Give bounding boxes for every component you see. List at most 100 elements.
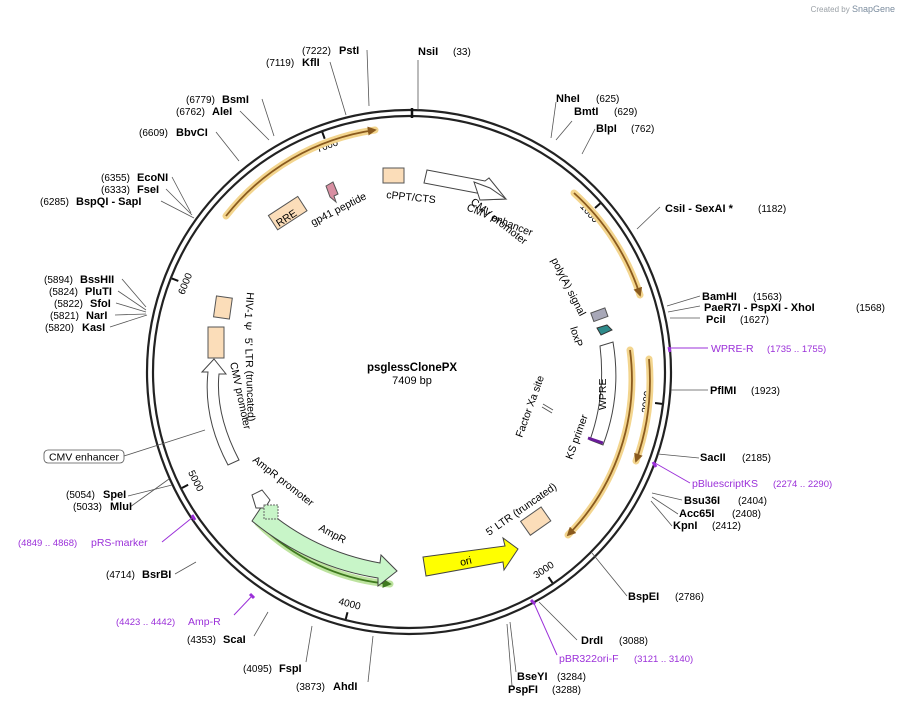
label-wpre: WPRE [597, 379, 609, 411]
ring-tick-label-4000: 4000 [337, 597, 362, 613]
ring-tick-3000 [547, 576, 554, 584]
factor-xa-marker [541, 403, 554, 414]
site-31-pos: (6609) [139, 128, 168, 139]
site-11-name: Acc65I [679, 508, 714, 520]
primer-0-range: (1735 .. 1755) [767, 344, 826, 355]
brand-prefix: Created by [810, 5, 850, 14]
ring-tick-6000 [171, 277, 179, 282]
site-22-name: MluI [110, 501, 132, 513]
site-11-pos: (2408) [732, 509, 761, 520]
site-29-name: FseI [137, 184, 159, 196]
site-7-name: PciI [706, 314, 726, 326]
site-16-name: PspFI [508, 684, 538, 696]
site-3-pos: (762) [631, 124, 654, 135]
site-15-pos: (3284) [557, 672, 586, 683]
site-7-pos: (1627) [740, 315, 769, 326]
primer-4-range: (4849 .. 4868) [18, 538, 77, 549]
site-34-pos: (7119) [266, 58, 294, 69]
label-ltr5: 5' LTR (truncated) [242, 338, 257, 422]
ring-tick-label-5000: 5000 [185, 469, 205, 494]
primer-labels: WPRE-R (1735 .. 1755) pBluescriptKS (227… [18, 343, 832, 665]
site-35-pos: (7222) [302, 46, 331, 57]
site-33-name: AleI [212, 106, 232, 118]
primer-2-range: (3121 .. 3140) [634, 654, 693, 665]
site-31-name: BbvCI [176, 127, 208, 139]
site-15-name: BseYI [517, 671, 548, 683]
ring-tick-2000 [654, 402, 663, 405]
site-30-name: BspQI - SapI [76, 196, 141, 208]
site-2-pos: (629) [614, 107, 637, 118]
label-ampr: AmpR [317, 522, 349, 546]
site-21-name: SpeI [103, 489, 126, 501]
label-polya: poly(A) signal [548, 256, 588, 318]
site-25-name: SfoI [90, 298, 111, 310]
plasmid-name: psglessClonePX [367, 362, 457, 374]
site-14-pos: (3088) [619, 636, 648, 647]
cmv-promoter-top-arrow [473, 181, 508, 201]
label-cppt: cPPT/CTS [386, 189, 437, 206]
site-18-pos: (4095) [243, 664, 272, 675]
site-22-pos: (5033) [73, 502, 102, 513]
site-17-name: AhdI [333, 681, 357, 693]
label-gp41: gp41 peptide [309, 190, 369, 228]
label-hiv-psi: HIV-1 Ψ [241, 292, 256, 331]
ampr-arrow [251, 505, 398, 588]
site-9-pos: (2185) [742, 453, 771, 464]
hiv-psi-box [212, 295, 233, 320]
site-19-name: ScaI [223, 634, 246, 646]
site-16-pos: (3288) [552, 685, 581, 696]
site-12-pos: (2412) [712, 521, 741, 532]
ltr3-box [519, 506, 552, 536]
snapgene-brand: Created by SnapGene [811, 4, 895, 14]
primer-3-range: (4423 .. 4442) [116, 617, 175, 628]
primer-4-name: pRS-marker [91, 537, 148, 549]
site-13-name: BspEI [628, 591, 659, 603]
gp41-arrow [325, 181, 339, 204]
label-factor-xa: Factor Xa site [514, 374, 547, 439]
site-24-pos: (5824) [49, 287, 78, 298]
site-labels: NsiI (33) NheI (625) BmtI (629) BlpI (76… [40, 45, 885, 696]
site-24-name: PluTI [85, 286, 112, 298]
cmv-promoter-left-arrow [200, 358, 240, 466]
site-27-pos: (5820) [45, 323, 74, 334]
site-2-name: BmtI [574, 106, 598, 118]
leader-lines [109, 49, 708, 687]
ring-tick-7000 [321, 131, 326, 140]
site-32-name: BsmI [222, 94, 249, 106]
site-35-name: PstI [339, 45, 359, 57]
ring-tick-5000 [181, 483, 189, 489]
site-6-name: PaeR7I - PspXI - XhoI [704, 302, 815, 314]
site-3-name: BlpI [596, 123, 617, 135]
site-28-name: EcoNI [137, 172, 168, 184]
ring-tick-4000 [344, 612, 349, 620]
site-14-name: DrdI [581, 635, 603, 647]
site-26-pos: (5821) [50, 311, 79, 322]
site-8-pos: (1923) [751, 386, 780, 397]
site-26-name: NarI [86, 310, 107, 322]
label-ori: ori [459, 554, 473, 568]
site-21-pos: (5054) [66, 490, 95, 501]
primer-1-name: pBluescriptKS [692, 478, 758, 490]
site-9-name: SacII [700, 452, 726, 464]
site-0-name: NsiI [418, 46, 438, 58]
site-17-pos: (3873) [296, 682, 325, 693]
site-27-name: KasI [82, 322, 105, 334]
wpre-arrow [589, 341, 617, 446]
site-6-pos: (1568) [856, 303, 885, 314]
label-ltr3: 5' LTR (truncated) [484, 481, 559, 539]
ring-tick-label-6000: 6000 [177, 271, 196, 296]
polya-box [590, 307, 609, 323]
site-4-name: CsiI - SexAI * [665, 203, 734, 215]
orf-arcs [222, 126, 654, 588]
primer-leaders [161, 346, 708, 656]
ltr5-box [207, 326, 225, 359]
site-4-pos: (1182) [758, 204, 786, 215]
site-1-name: NheI [556, 93, 580, 105]
loxp-arrow [596, 324, 613, 336]
ampr-promoter-box [263, 504, 279, 520]
backbone [145, 108, 673, 636]
site-5-name: BamHI [702, 291, 737, 303]
ring-tick-1000 [594, 202, 601, 209]
rre-box [267, 195, 308, 231]
